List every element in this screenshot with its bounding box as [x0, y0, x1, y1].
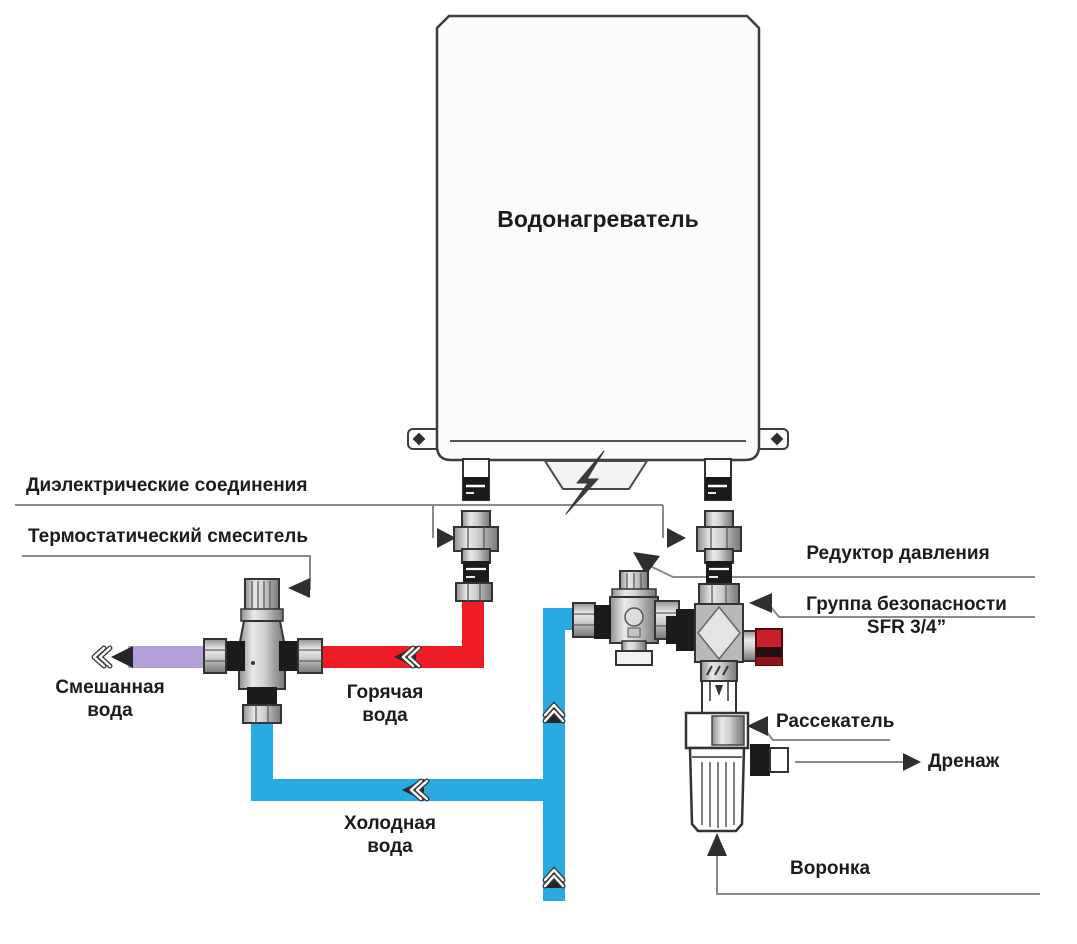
heater-stub-left — [462, 458, 490, 501]
water-heater — [407, 14, 789, 515]
label-funnel: Воронка — [790, 858, 871, 879]
safety-outlet — [701, 680, 737, 714]
mixed-water-pipe — [128, 646, 206, 668]
leader-funnel — [707, 833, 1040, 895]
label-pressure-reducer: Редуктор давления — [806, 543, 990, 564]
flow-arrow-mixed-water — [91, 645, 133, 669]
leader-dielectric-connections — [15, 504, 686, 548]
safety-vent-block — [700, 660, 738, 682]
label-cold-water: Холодная вода — [344, 813, 436, 858]
funnel — [684, 711, 789, 833]
lightning-bolt-icon — [565, 450, 605, 515]
label-diffuser: Рассекатель — [776, 711, 895, 732]
diffuser-nut — [711, 715, 745, 746]
label-safety-group: Группа безопасности SFR 3/4” — [806, 594, 1007, 639]
heater-body — [435, 14, 761, 462]
flow-arrow-cold-water-riser-lower — [542, 866, 566, 889]
arrowhead-icon — [903, 753, 921, 771]
label-mixed-water: Смешанная вода — [55, 677, 165, 722]
arrowhead-icon — [747, 716, 768, 736]
label-dielectric-connections: Диэлектрические соединения — [26, 475, 308, 496]
leader-drainage — [795, 753, 921, 771]
arrowhead-icon — [633, 552, 660, 575]
thermostatic-mixer-valve — [203, 578, 323, 724]
cold-pipe-union-nut — [572, 602, 596, 638]
label-thermostatic-mixer: Термостатический смеситель — [28, 526, 309, 547]
safety-group-valve — [666, 583, 783, 714]
safety-red-handle — [755, 628, 783, 666]
cold-water-pipe — [251, 608, 580, 901]
funnel-body — [688, 746, 746, 833]
leader-thermostatic-mixer — [22, 555, 311, 598]
heater-stub-right — [704, 458, 732, 501]
arrowhead-icon — [707, 833, 727, 856]
arrowhead-icon — [288, 578, 310, 598]
arrowhead-icon — [437, 528, 456, 548]
arrowhead-icon — [667, 528, 686, 548]
label-hot-water: Горячая вода — [346, 682, 424, 727]
mixer-nut-left — [203, 638, 227, 674]
mixer-knob — [244, 578, 280, 611]
arrowhead-icon — [749, 593, 772, 613]
flow-arrow-hot-water — [394, 645, 422, 669]
hot-water-pipe — [321, 601, 484, 668]
hot-pipe-union-nut — [455, 582, 493, 602]
mixer-nut-bottom — [242, 704, 282, 724]
bracket-hole-icon — [412, 432, 426, 446]
leader-diffuser — [747, 716, 890, 741]
mixer-body — [238, 620, 286, 690]
leader-pressure-reducer — [633, 552, 1035, 578]
mixer-nut-right — [297, 638, 323, 674]
heater-title: Водонагреватель — [497, 206, 699, 232]
safety-top-nut — [698, 583, 740, 605]
dielectric-union-left — [453, 510, 499, 584]
drain-fitting — [750, 744, 789, 776]
dielectric-union-right — [696, 510, 742, 584]
pressure-reducer-valve — [594, 570, 680, 666]
leader-safety-group — [749, 593, 1035, 618]
heater-base-plate — [543, 460, 649, 490]
flow-arrow-cold-water-riser-upper — [542, 701, 566, 724]
flow-arrow-cold-water-horizontal — [402, 778, 430, 802]
label-drainage: Дренаж — [928, 751, 1000, 772]
